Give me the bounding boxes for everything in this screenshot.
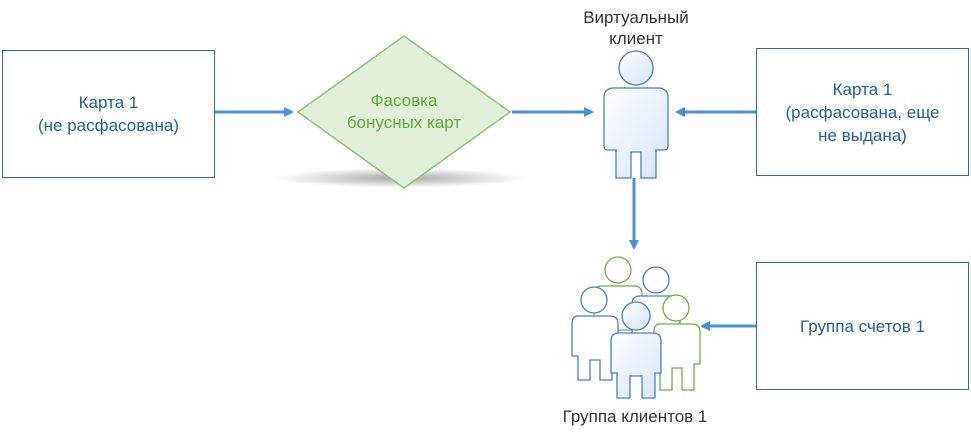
card-unpacked-box[interactable]: Карта 1 (не расфасована) bbox=[2, 50, 215, 178]
client-group-label: Группа клиентов 1 bbox=[562, 407, 708, 426]
user-icon bbox=[603, 50, 669, 179]
packing-decision-text: Фасовка бонусных карт bbox=[346, 91, 462, 132]
card-unpacked-text: Карта 1 (не расфасована) bbox=[37, 93, 180, 135]
account-group-text: Группа счетов 1 bbox=[800, 316, 925, 336]
packing-decision-diamond[interactable] bbox=[296, 35, 512, 189]
card-packed-box[interactable]: Карта 1 (расфасована, еще не выдана) bbox=[756, 48, 969, 176]
user-group-icon bbox=[571, 256, 701, 399]
account-group-box[interactable]: Группа счетов 1 bbox=[756, 262, 969, 390]
virtual-client-label: Виртуальный клиент bbox=[583, 8, 689, 48]
card-packed-text: Карта 1 (расфасована, еще не выдана) bbox=[785, 79, 940, 145]
